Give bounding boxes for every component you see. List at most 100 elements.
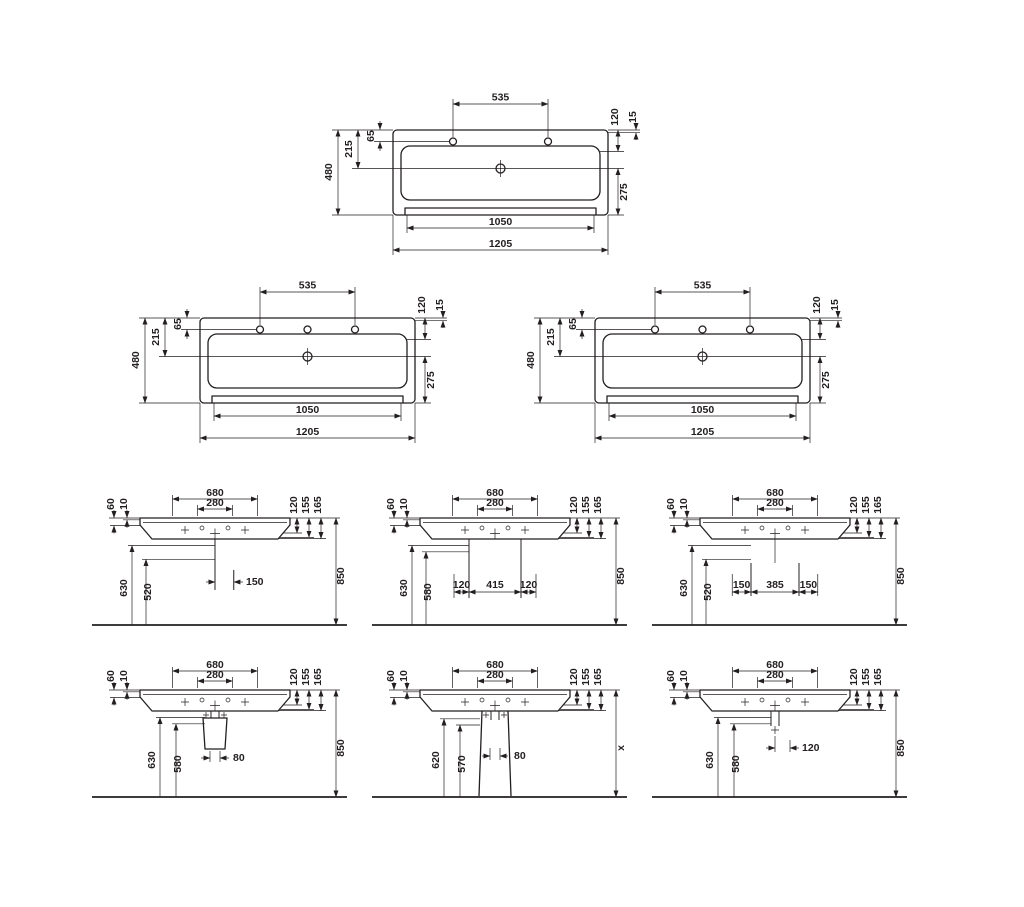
dim-inner-top-width: 280: [486, 669, 504, 681]
dim-overflow-a: 120: [811, 296, 823, 314]
basin-profile: [139, 517, 291, 540]
dim-drain-setback: 215: [545, 328, 557, 346]
dim-base-width: 1050: [691, 404, 715, 416]
dimensions: 680 280 60 10 120 155 165 850 630 520 15…: [105, 487, 347, 626]
dim-depth-c: 165: [312, 496, 324, 514]
dimensions: 535 65 215 480 120 15 275 1050 1205: [130, 280, 447, 443]
dim-conn-a: 620: [430, 751, 442, 769]
dim-inner-top-width: 280: [766, 497, 784, 509]
dim-drain-offset: 120: [802, 742, 820, 754]
dim-drain-to-bottom: 275: [820, 371, 832, 389]
dim-conn-b: 520: [702, 583, 714, 601]
dim-side-a: 60: [385, 498, 397, 510]
dim-tap-setback: 65: [365, 130, 377, 142]
dim-rim-height: 850: [895, 739, 907, 757]
dim-base-width: 1050: [489, 216, 513, 228]
dim-depth-b: 155: [860, 668, 872, 686]
dim-side-b: 10: [398, 498, 410, 510]
dim-depth-b: 155: [580, 668, 592, 686]
dim-depth-c: 165: [592, 496, 604, 514]
dim-rim-height: 850: [895, 567, 907, 585]
dim-drain-to-bottom: 275: [425, 371, 437, 389]
basin-outline: [199, 317, 416, 404]
dim-depth-c: 165: [592, 668, 604, 686]
dim-top-width: 680: [206, 487, 224, 499]
installation-view-5: 680 280 60 10 120 155 165 x 620 570 80: [372, 659, 627, 798]
dim-inner-top-width: 280: [206, 497, 224, 509]
basin-profile: [419, 689, 571, 712]
tap-hole-left: [650, 325, 660, 334]
dim-side-a: 60: [105, 498, 117, 510]
installation-view-1: 680 280 60 10 120 155 165 850 630 520 15…: [92, 487, 347, 626]
basin-outline: [594, 317, 811, 404]
basin-profile: [139, 689, 291, 712]
dim-depth-b: 155: [300, 496, 312, 514]
dimensions: 535 65 215 480 120 15 275 1050 1205: [525, 280, 842, 443]
installation-view-2: 680 280 60 10 120 155 165 850 630 580 12…: [372, 487, 627, 626]
dim-conn-b: 580: [172, 755, 184, 773]
dim-side-a: 60: [105, 670, 117, 682]
dim-tap-spacing: 535: [299, 280, 317, 292]
dim-overflow-b: 15: [627, 111, 639, 123]
dim-inner-top-width: 280: [766, 669, 784, 681]
dim-conn-a: 630: [398, 579, 410, 597]
dim-inner-top-width: 280: [486, 497, 504, 509]
dim-depth-b: 155: [580, 496, 592, 514]
dim-depth-b: 155: [860, 496, 872, 514]
dim-drain-setback: 215: [343, 140, 355, 158]
dim-depth-a: 120: [848, 496, 860, 514]
front-view-2: 535 65 215 480 120 15 275 1050 1205: [130, 280, 447, 443]
installation-view-3: 680 280 60 10 120 155 165 850 630 520 15…: [652, 487, 907, 626]
basin-outline: [392, 129, 609, 216]
basin-profile: [419, 517, 571, 540]
dim-conn-b: 580: [730, 755, 742, 773]
dim-top-width: 680: [486, 659, 504, 671]
dim-bottom-center: 415: [486, 579, 504, 591]
dim-side-b: 10: [118, 670, 130, 682]
siphon-cover: [202, 711, 228, 762]
dim-offset-right: 150: [800, 579, 818, 591]
dim-depth-a: 120: [568, 496, 580, 514]
dim-conn-a: 630: [678, 579, 690, 597]
dim-depth-a: 120: [568, 668, 580, 686]
dim-overflow-b: 15: [829, 299, 841, 311]
dim-overflow-a: 120: [416, 296, 428, 314]
dim-inner-top-width: 280: [206, 669, 224, 681]
dim-pipe-width: 80: [514, 750, 526, 762]
dimensions: 680 280 60 10 120 155 165 850 630 520 15…: [665, 487, 907, 626]
dim-overall-width: 1205: [691, 426, 715, 438]
installation-view-6: 680 280 60 10 120 155 165 850 630 580 12…: [652, 659, 907, 798]
tap-hole-right: [745, 325, 755, 334]
dim-depth-a: 120: [288, 496, 300, 514]
dim-depth-c: 165: [312, 668, 324, 686]
tap-hole-right: [543, 137, 553, 146]
dim-overall-width: 1205: [489, 238, 513, 250]
dim-depth-c: 165: [872, 496, 884, 514]
tap-hole-center: [303, 325, 312, 334]
dim-bottom-left: 120: [453, 579, 471, 591]
dim-rim-height: 850: [335, 739, 347, 757]
basin-profile: [699, 517, 851, 540]
dim-height: 480: [323, 163, 335, 181]
dimensions: 535 65 215 480 120 15 275 1050 1205: [323, 92, 640, 255]
dim-conn-a: 630: [146, 751, 158, 769]
dim-side-a: 60: [665, 670, 677, 682]
drain-cross: [694, 348, 711, 365]
plumbing: [214, 539, 235, 590]
dim-top-width: 680: [766, 487, 784, 499]
dim-depth-a: 120: [848, 668, 860, 686]
dim-overall-width: 1205: [296, 426, 320, 438]
tap-hole-left: [255, 325, 265, 334]
installation-view-4: 680 280 60 10 120 155 165 850 630 580 80: [92, 659, 347, 798]
dim-bottom-right: 120: [520, 579, 538, 591]
dimensions: 680 280 60 10 120 155 165 850 630 580 80: [105, 659, 347, 798]
dimensions: 680 280 60 10 120 155 165 850 630 580 12…: [665, 659, 907, 798]
dim-conn-b: 580: [422, 583, 434, 601]
front-view-3: 535 65 215 480 120 15 275 1050 1205: [525, 280, 842, 443]
dim-pipe-width: 80: [233, 752, 245, 764]
dim-depth-a: 120: [288, 668, 300, 686]
dim-side-b: 10: [678, 498, 690, 510]
dim-depth-c: 165: [872, 668, 884, 686]
